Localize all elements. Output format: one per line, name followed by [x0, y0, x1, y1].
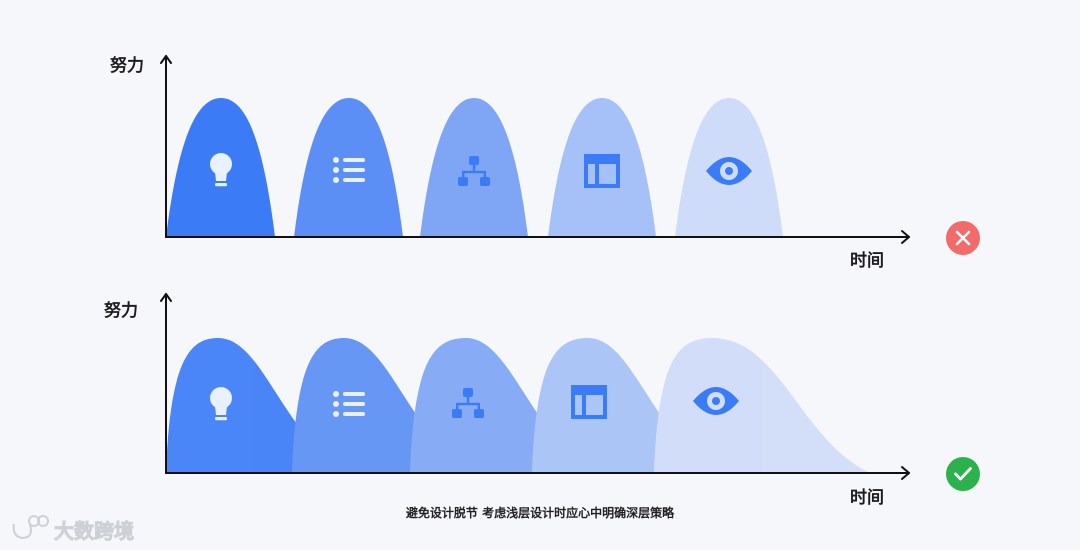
- bottom-y-axis-label: 努力: [104, 300, 138, 321]
- bottom-y-axis-arrow: [160, 293, 172, 302]
- list-icon: [333, 391, 365, 417]
- bottom-x-axis-arrow: [901, 466, 910, 480]
- list-icon: [333, 157, 365, 183]
- watermark-logo-icon: [12, 515, 49, 540]
- check-icon: [946, 457, 980, 491]
- watermark-text: 大数跨境: [54, 519, 134, 543]
- top-curve-4: [548, 98, 656, 237]
- top-panel: 努力 时间: [110, 55, 980, 271]
- bottom-curve-5: [654, 338, 870, 473]
- top-curves: [166, 98, 783, 237]
- top-x-axis-arrow: [901, 230, 910, 244]
- error-status-badge: [946, 221, 980, 255]
- watermark: 大数跨境: [12, 515, 134, 543]
- top-x-axis-label: 时间: [850, 250, 884, 271]
- bottom-axes: [160, 293, 910, 480]
- caption: 避免设计脱节 考虑浅层设计时应心中明确深层策略: [406, 505, 675, 520]
- success-status-badge: [946, 457, 980, 491]
- top-axes: [160, 55, 910, 244]
- top-y-axis-label: 努力: [110, 55, 144, 76]
- bottom-panel: 努力 时间: [104, 293, 980, 508]
- bottom-x-axis-label: 时间: [850, 487, 884, 508]
- bottom-curves: [166, 338, 870, 473]
- top-curve-2: [294, 98, 403, 237]
- top-y-axis-arrow: [160, 55, 172, 64]
